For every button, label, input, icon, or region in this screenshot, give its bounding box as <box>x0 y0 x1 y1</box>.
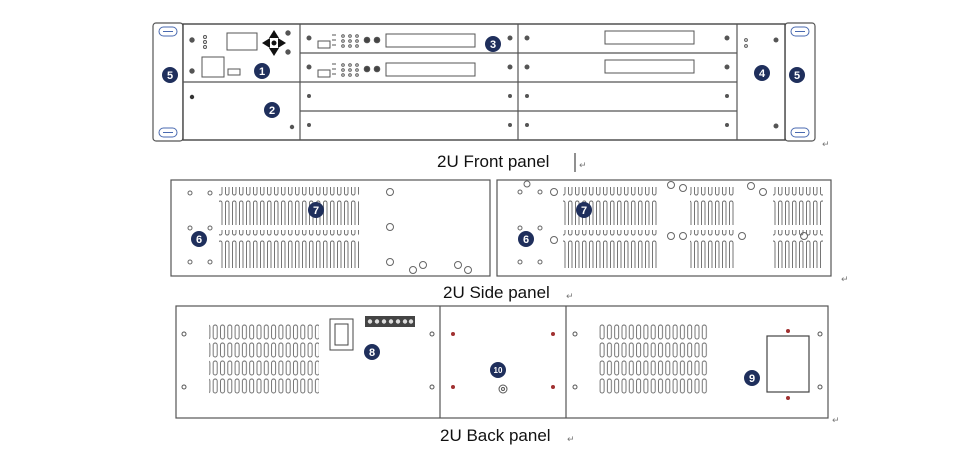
svg-text:7: 7 <box>581 205 587 217</box>
navigation-keypad-icon <box>262 30 286 56</box>
lcd-display <box>226 32 258 51</box>
callout-6-right: 6 <box>518 231 534 247</box>
return-mark: ↵ <box>579 161 587 171</box>
callout-9: 9 <box>744 370 760 386</box>
callout-7-left: 7 <box>308 202 324 218</box>
power-inlet-plate <box>766 335 810 393</box>
svg-text:2: 2 <box>269 105 275 117</box>
svg-text:10: 10 <box>494 366 503 375</box>
control-module <box>189 30 291 78</box>
return-mark: ↵ <box>822 140 830 150</box>
back-panel: ↵ <box>175 305 840 426</box>
callout-6-left: 6 <box>191 231 207 247</box>
interface-module-bottom <box>306 62 513 78</box>
svg-text:8: 8 <box>369 347 375 359</box>
svg-text:6: 6 <box>523 234 529 246</box>
fan-hub-icon <box>498 384 508 394</box>
svg-text:5: 5 <box>167 70 173 82</box>
svg-text:9: 9 <box>749 373 755 385</box>
side-panel-left <box>170 179 491 277</box>
power-switch-icon <box>329 318 354 351</box>
side-panel-right: ↵ <box>496 179 849 285</box>
return-mark: ↵ <box>567 435 575 445</box>
svg-text:7: 7 <box>313 205 319 217</box>
callout-5-right: 5 <box>789 67 805 83</box>
callout-1: 1 <box>254 63 270 79</box>
front-panel-caption: 2U Front panel <box>437 152 549 171</box>
terminal-block-icon <box>365 316 415 327</box>
callout-10: 10 <box>490 362 506 378</box>
return-mark: ↵ <box>566 292 574 302</box>
callout-2: 2 <box>264 102 280 118</box>
side-panel-caption: 2U Side panel <box>443 283 550 302</box>
callout-5-left: 5 <box>162 67 178 83</box>
power-module <box>744 37 779 129</box>
svg-text:5: 5 <box>794 70 800 82</box>
svg-text:1: 1 <box>259 66 265 78</box>
return-mark: ↵ <box>832 416 840 426</box>
callout-3: 3 <box>485 36 501 52</box>
back-panel-caption: 2U Back panel <box>440 426 551 445</box>
svg-text:6: 6 <box>196 234 202 246</box>
callout-4: 4 <box>754 65 770 81</box>
return-mark: ↵ <box>841 275 849 285</box>
interface-module-top <box>306 33 513 49</box>
callout-7-right: 7 <box>576 202 592 218</box>
ear-holes <box>158 26 810 138</box>
svg-text:3: 3 <box>490 39 496 51</box>
callout-8: 8 <box>364 344 380 360</box>
svg-text:4: 4 <box>759 68 766 80</box>
front-panel: ↵ <box>152 22 830 150</box>
